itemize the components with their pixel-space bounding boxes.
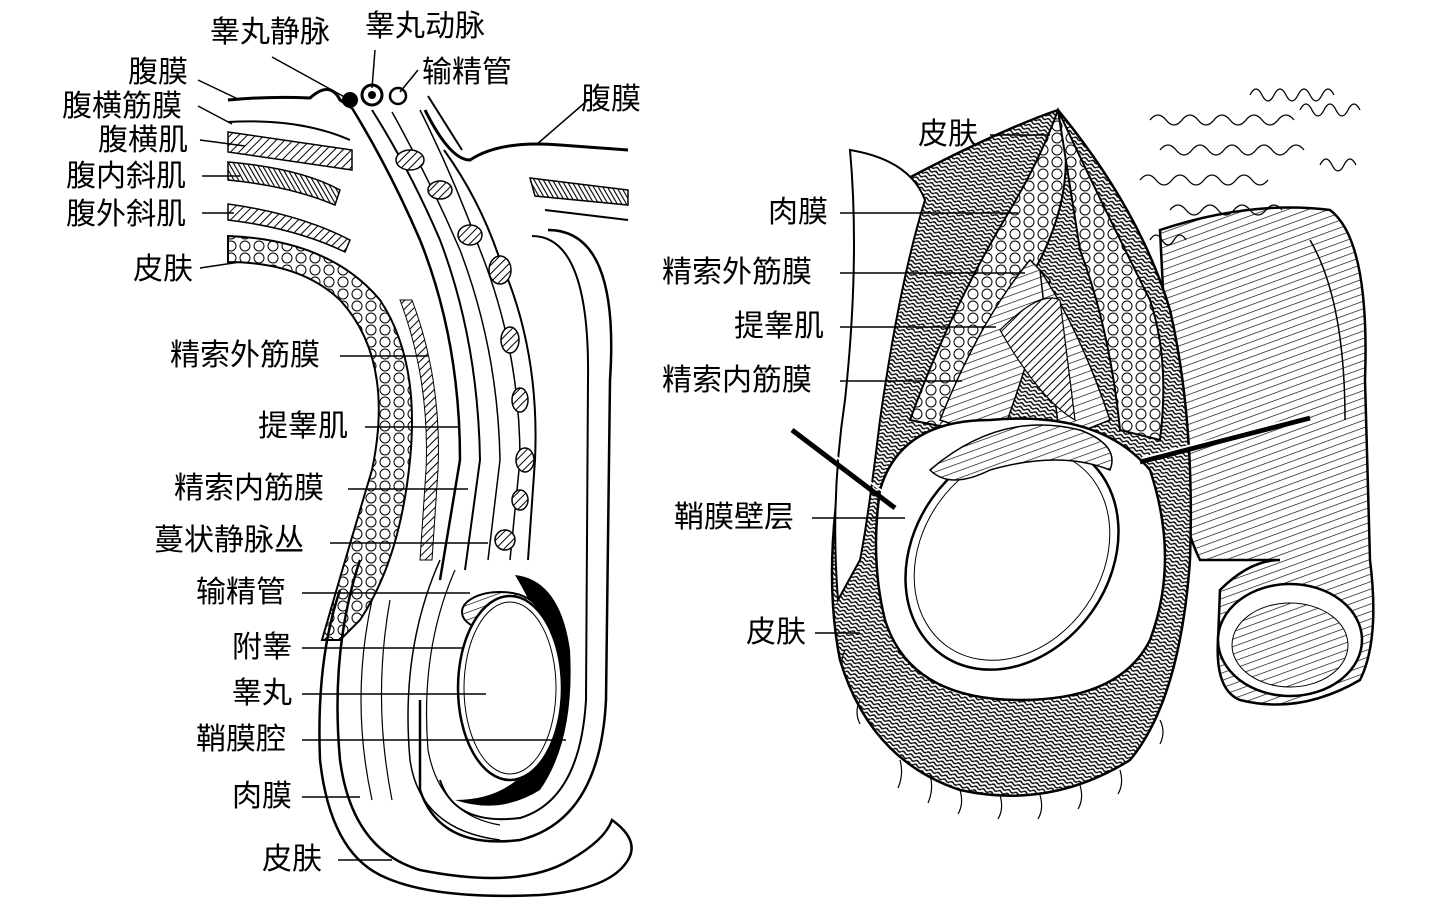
label-external-oblique: 腹外斜肌 xyxy=(66,197,186,232)
label-skin-top-right: 皮肤 xyxy=(918,117,978,152)
label-peritoneum-left: 腹膜 xyxy=(128,55,188,90)
label-vas-deferens-top: 输精管 xyxy=(422,55,512,90)
label-cremaster-left: 提睾肌 xyxy=(258,409,348,444)
label-pampiniform-plexus: 蔓状静脉丛 xyxy=(154,523,304,558)
label-vaginal-cavity: 鞘膜腔 xyxy=(196,722,286,757)
right-leader-lines xyxy=(812,134,1050,634)
left-section-drawing xyxy=(227,83,633,898)
label-internal-oblique: 腹内斜肌 xyxy=(66,159,186,194)
label-epididymis: 附睾 xyxy=(232,630,292,665)
label-cremaster-right: 提睾肌 xyxy=(734,309,824,344)
right-dissection-drawing xyxy=(790,88,1375,820)
label-skin-bottom-left: 皮肤 xyxy=(262,842,322,877)
label-ext-spermatic-fascia-left: 精索外筋膜 xyxy=(170,338,320,373)
label-vas-deferens: 输精管 xyxy=(196,575,286,610)
label-int-spermatic-fascia-right: 精索内筋膜 xyxy=(662,363,812,398)
label-skin-top-left: 皮肤 xyxy=(133,252,193,287)
label-dartos-left: 肉膜 xyxy=(232,779,292,814)
label-testicular-artery: 睾丸动脉 xyxy=(365,9,485,44)
label-parietal-layer: 鞘膜壁层 xyxy=(674,500,794,535)
label-dartos-right: 肉膜 xyxy=(768,195,828,230)
label-skin-bottom-right: 皮肤 xyxy=(746,615,806,650)
label-transversus: 腹横肌 xyxy=(98,123,188,158)
label-int-spermatic-fascia-left: 精索内筋膜 xyxy=(174,471,324,506)
label-testis: 睾丸 xyxy=(232,676,292,711)
label-peritoneum-right: 腹膜 xyxy=(581,82,641,117)
label-ext-spermatic-fascia-right: 精索外筋膜 xyxy=(662,255,812,290)
left-leader-lines xyxy=(197,49,589,861)
label-transversalis-fascia: 腹横筋膜 xyxy=(62,89,182,124)
label-testicular-vein: 睾丸静脉 xyxy=(210,15,330,50)
